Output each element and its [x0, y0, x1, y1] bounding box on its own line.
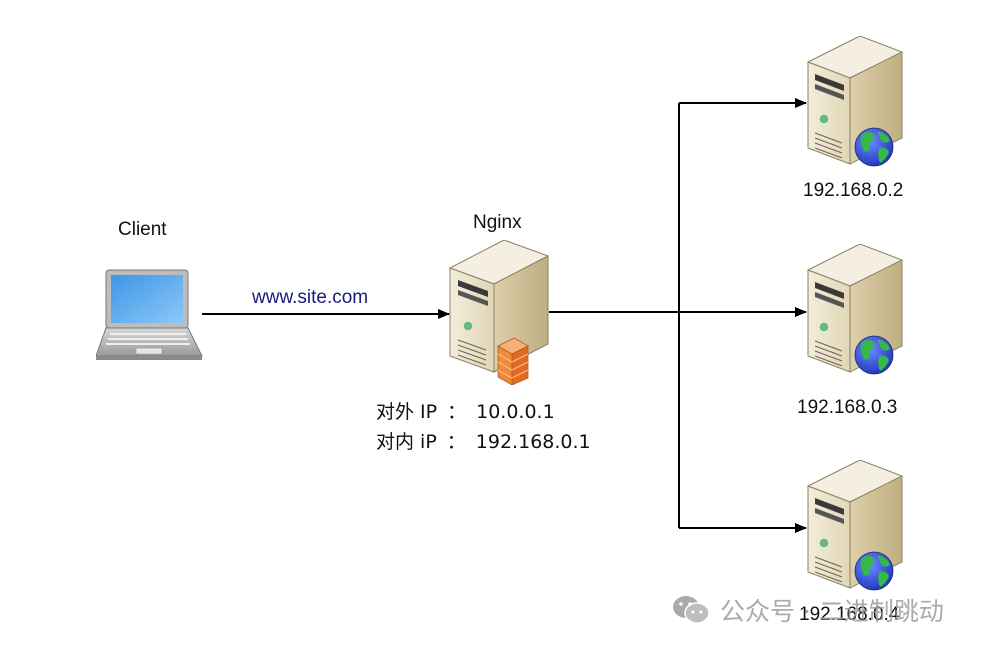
backend-label-1: 192.168.0.2 — [803, 180, 904, 201]
backend-label-3: 192.168.0.4 — [799, 604, 900, 625]
internal-ip-label: 对内 iP — [376, 431, 437, 453]
external-ip-label: 对外 IP — [376, 401, 438, 423]
watermark-text: 公众号 · 二进制跳动 — [720, 597, 944, 626]
watermark: 公众号 · 二进制跳动 — [672, 592, 944, 628]
globe-icon — [854, 551, 894, 591]
separator: ： — [446, 431, 466, 453]
external-ip-row: 对外 IP ： 10.0.0.1 — [376, 397, 591, 427]
web-server-icon — [806, 460, 904, 591]
globe-icon — [854, 335, 894, 375]
web-server-icon — [806, 244, 904, 375]
wechat-icon — [673, 596, 710, 624]
backend-label-2: 192.168.0.3 — [797, 397, 898, 418]
internal-ip-value: 192.168.0.1 — [475, 431, 591, 453]
nginx-label: Nginx — [473, 212, 522, 233]
web-server-icon — [806, 36, 904, 167]
internal-ip-row: 对内 iP ： 192.168.0.1 — [376, 427, 591, 457]
laptop-icon — [96, 269, 203, 360]
nginx-ip-info: 对外 IP ： 10.0.0.1 对内 iP ： 192.168.0.1 — [376, 397, 591, 457]
client-label: Client — [118, 219, 167, 240]
request-url-label: www.site.com — [252, 287, 369, 308]
firewall-icon — [497, 337, 529, 385]
globe-icon — [854, 127, 894, 167]
separator: ： — [447, 401, 467, 423]
external-ip-value: 10.0.0.1 — [476, 401, 555, 423]
server-firewall-icon — [448, 240, 550, 385]
